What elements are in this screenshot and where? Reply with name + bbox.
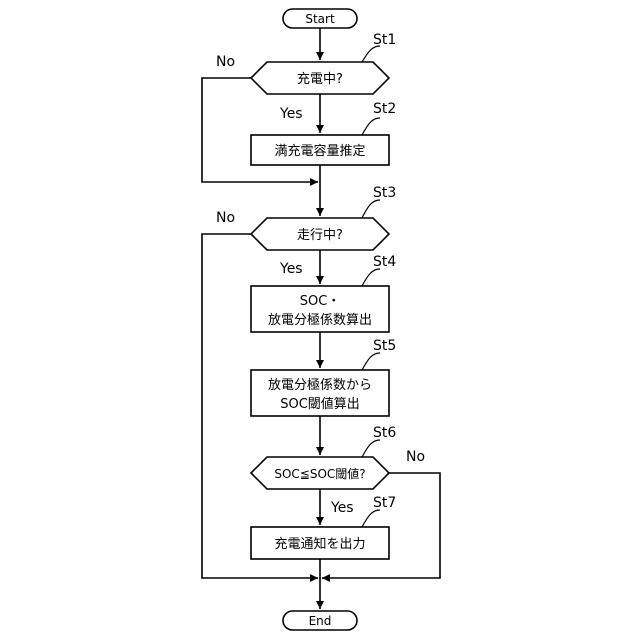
decision-st1-text: 充電中?	[297, 71, 343, 87]
step-id-st7: St7	[373, 495, 396, 511]
process-st2-text: 満充電容量推定	[274, 143, 365, 159]
st5-leader	[362, 353, 380, 370]
st7-leader	[362, 510, 380, 527]
st2-leader	[362, 118, 380, 135]
process-st4-line1: SOC・	[300, 294, 341, 309]
step-id-st3: St3	[373, 185, 396, 201]
step-id-st2: St2	[373, 101, 396, 117]
step-id-st5: St5	[373, 338, 396, 354]
st4-leader	[362, 269, 380, 286]
st1-no-label: No	[216, 54, 235, 70]
st3-yes-label: Yes	[279, 261, 303, 277]
process-st5-line2: SOC閾値算出	[280, 396, 360, 412]
decision-st6-text: SOC≦SOC閾値?	[274, 466, 365, 481]
st3-no-label: No	[216, 210, 235, 226]
end-label: End	[309, 614, 332, 628]
step-id-st4: St4	[373, 254, 396, 270]
st6-leader	[362, 440, 380, 457]
start-label: Start	[305, 12, 335, 26]
st1-yes-label: Yes	[279, 106, 303, 122]
st6-yes-label: Yes	[330, 500, 354, 516]
step-id-st6: St6	[373, 425, 396, 441]
st3-leader	[362, 200, 380, 218]
decision-st3-text: 走行中?	[297, 228, 343, 243]
process-st7-text: 充電通知を出力	[274, 536, 365, 552]
process-st5-line1: 放電分極係数から	[268, 377, 372, 393]
st1-leader	[362, 46, 380, 62]
process-st4-line2: 放電分極係数算出	[268, 312, 372, 328]
step-id-st1: St1	[373, 32, 396, 48]
st6-no-label: No	[406, 449, 425, 465]
